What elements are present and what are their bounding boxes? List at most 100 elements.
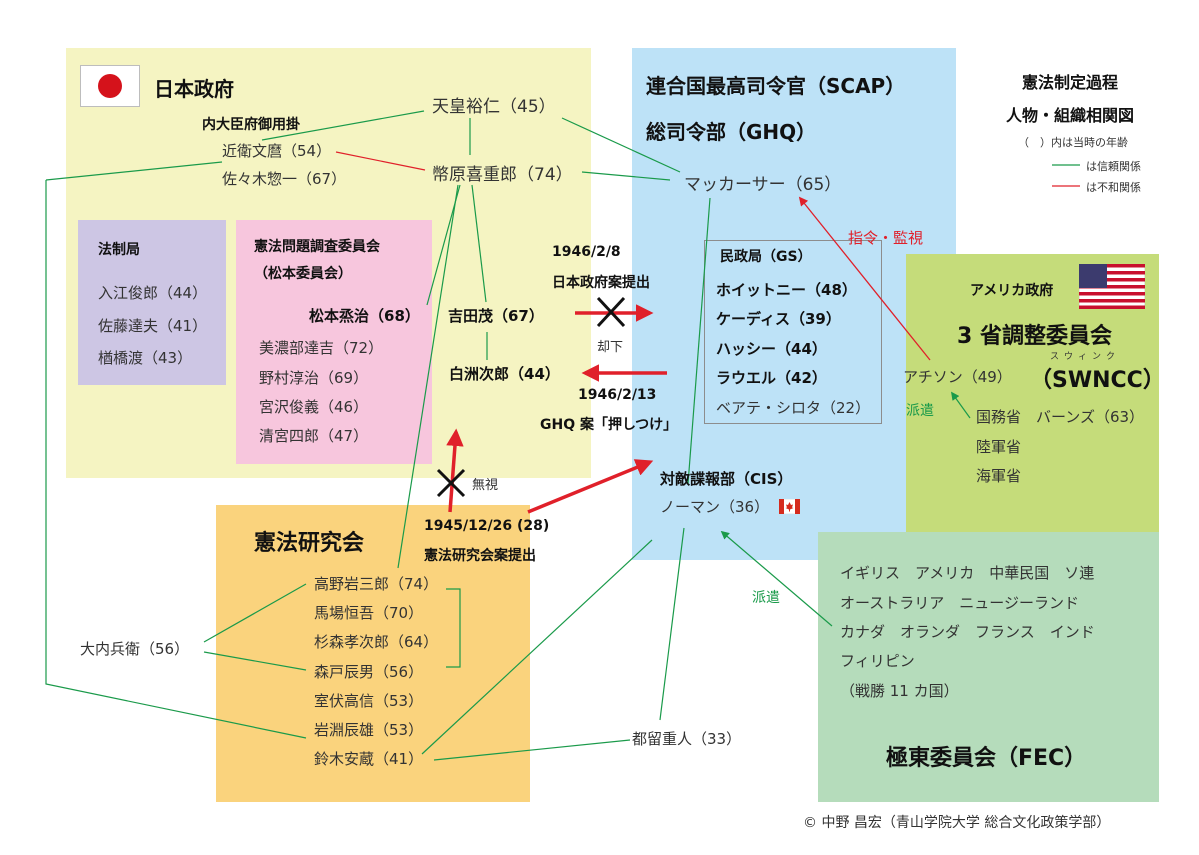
state-dept: 国務省 バーンズ（63） [976, 408, 1145, 426]
fec-countries: オーストラリア ニュージーランド [840, 594, 1079, 612]
line-suzuki-norman [421, 539, 653, 755]
legend-trust: は信頼関係 [1086, 160, 1141, 173]
kenpo-member: 高野岩三郎（74） [314, 575, 439, 593]
fec-countries: フィリピン [840, 652, 915, 670]
kenpo-member: 馬場恒吾（70） [314, 604, 424, 622]
gs-member: ラウエル（42） [716, 369, 827, 387]
credit: © 中野 昌宏（青山学院大学 総合文化政策学部） [803, 815, 1111, 831]
legislation-bureau-box [78, 220, 226, 385]
gs-member: ハッシー（44） [716, 340, 827, 358]
line-ouchi-morito [203, 651, 307, 671]
fec-title: 極東委員会（FEC） [886, 746, 1087, 771]
matsumoto-title1: 憲法問題調査委員会 [254, 239, 380, 255]
japan-flag-icon [80, 65, 140, 107]
fec-countries: イギリス アメリカ 中華民国 ソ連 [840, 564, 1095, 582]
line-konoe-iwabuchi [45, 161, 223, 181]
matsumoto-member: 美濃部達吉（72） [259, 339, 384, 357]
cross-ignored-b [436, 468, 466, 498]
fec-countries: カナダ オランダ フランス インド [840, 623, 1095, 641]
arrow-kenpo-to-cis [527, 459, 654, 514]
tsuru: 都留重人（33） [632, 730, 742, 748]
us-gov-label: アメリカ政府 [970, 283, 1054, 299]
bracket-baba-morito [446, 588, 461, 668]
matsumoto-member: 野村淳治（69） [259, 369, 369, 387]
japan-title: 日本政府 [154, 77, 234, 101]
army-dept: 陸軍省 [976, 438, 1022, 456]
matsumoto-title2: （松本委員会） [254, 266, 352, 282]
kenpo-member: 森戸辰男（56） [314, 663, 424, 681]
swncc-title: 3 省調整委員会 [957, 324, 1112, 349]
shirasu: 白洲次郎（44） [449, 365, 560, 383]
line-shidehara-macarthur [581, 171, 671, 181]
legend-title1: 憲法制定過程 [1022, 73, 1119, 92]
legislation-member: 佐藤達夫（41） [98, 317, 208, 335]
kenpo-member: 杉森孝次郎（64） [314, 633, 439, 651]
line-shidehara-yoshida [471, 184, 487, 303]
shidehara: 幣原喜重郎（74） [432, 165, 573, 185]
ghq-draft-date: 1946/2/13 [578, 387, 657, 403]
canada-flag-icon [779, 499, 800, 514]
matsumoto-committee-box [236, 220, 432, 464]
ignored-label: 無視 [472, 478, 499, 493]
matsumoto-chair: 松本烝治（68） [309, 307, 420, 325]
kenpo-title: 憲法研究会 [254, 531, 365, 556]
sasaki: 佐々木惣一（67） [222, 170, 347, 188]
gs-sirota: ベアテ・シロタ（22） [716, 399, 871, 417]
ouchi: 大内兵衛（56） [80, 640, 190, 658]
kenpo-member: 岩淵辰雄（53） [314, 721, 424, 739]
line-emperor-macarthur [561, 117, 681, 173]
navy-dept: 海軍省 [976, 467, 1022, 485]
line-tsuru-norman [659, 527, 685, 721]
swncc-ruby: スウィンク [1050, 352, 1121, 362]
kenpo-draft-label: 憲法研究会案提出 [424, 548, 536, 564]
dispatch-acheson-label: 派遣 [906, 403, 934, 419]
line-ouchi-takano [203, 583, 307, 643]
legend-age-note: （ ）内は当時の年齢 [1018, 136, 1128, 149]
ghq-title1: 連合国最高司令官（SCAP） [646, 74, 906, 98]
gs-member: ホイットニー（48） [716, 281, 857, 299]
macarthur: マッカーサー（65） [684, 175, 842, 195]
acheson: アチソン（49） [903, 368, 1012, 386]
fec-box [818, 532, 1159, 802]
line-konoe-iwabuchi-v [45, 180, 307, 739]
jp-draft-label: 日本政府案提出 [552, 275, 650, 291]
arrow-kenpo-to-japan [446, 428, 464, 513]
gs-title: 民政局（GS） [720, 249, 812, 265]
rejected-label: 却下 [597, 340, 624, 355]
kenpo-member: 室伏高信（53） [314, 692, 424, 710]
norman: ノーマン（36） [660, 498, 770, 516]
order-label: 指令・監視 [848, 229, 924, 247]
emperor: 天皇裕仁（45） [432, 97, 556, 117]
fec-countries: （戦勝 11 カ国） [840, 682, 959, 700]
konoe: 近衛文麿（54） [222, 142, 332, 160]
cross-marks [436, 296, 626, 498]
gs-member: ケーディス（39） [716, 310, 841, 328]
line-konoe-shidehara-distrust [335, 151, 426, 171]
line-dispatch-acheson [951, 391, 971, 419]
gs-box [704, 240, 882, 424]
ghq-title2: 総司令部（GHQ） [646, 120, 817, 144]
kenpo-kenkyukai-box [216, 505, 530, 802]
yoshida: 吉田茂（67） [448, 307, 544, 325]
legislation-member: 入江俊郎（44） [98, 284, 208, 302]
dispatch-norman-label: 派遣 [752, 590, 780, 606]
line-fec-norman [720, 530, 833, 627]
ghq-draft-label: GHQ 案「押しつけ」 [540, 417, 678, 433]
legend-distrust: は不和関係 [1086, 181, 1141, 194]
cis-title: 対敵諜報部（CIS） [660, 470, 793, 488]
ghq-box [632, 48, 956, 560]
kenpo-member: 鈴木安蔵（41） [314, 750, 424, 768]
matsumoto-member: 宮沢俊義（46） [259, 398, 369, 416]
arrow-acheson-macarthur [798, 196, 931, 361]
line-shidehara-takano [397, 184, 459, 569]
kenpo-draft-date: 1945/12/26 (28) [424, 518, 550, 534]
line-suzuki-tsuru [433, 739, 631, 761]
line-macarthur-norman [687, 197, 711, 485]
line-emperor-konoe [261, 110, 425, 141]
cross-rejected-b [596, 296, 626, 328]
usa-flag-icon [1079, 264, 1145, 309]
legislation-bureau-title: 法制局 [98, 242, 140, 258]
jp-draft-date: 1946/2/8 [552, 244, 621, 260]
imperial-role: 内大臣府御用掛 [202, 117, 300, 133]
